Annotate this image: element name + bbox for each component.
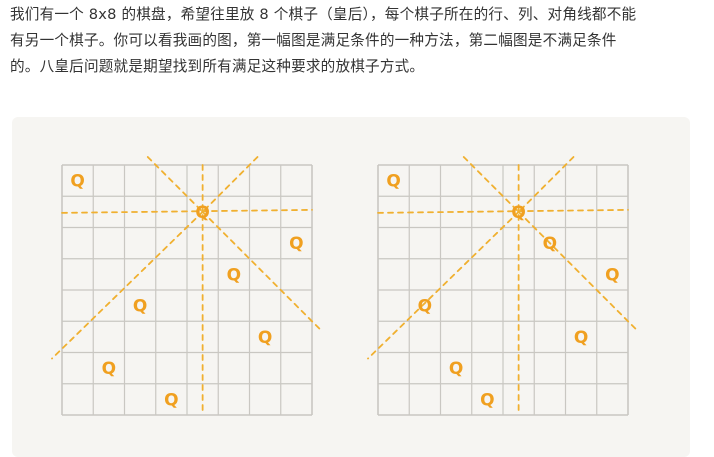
diagonal-attack-line [517, 156, 575, 213]
diagonal-attack-line [201, 156, 259, 213]
article-paragraph: 我们有一个 8x8 的棋盘，希望往里放 8 个棋子（皇后），每个棋子所在的行、列… [10, 2, 704, 80]
queen-piece: Q [164, 390, 178, 410]
diagonal-attack-line [146, 156, 204, 213]
queen-piece: Q [102, 359, 116, 379]
diagonal-attack-line [462, 156, 520, 213]
queen-piece: Q [227, 265, 241, 285]
queen-piece: Q [605, 265, 619, 285]
queen-piece: Q [574, 328, 588, 348]
diagonal-attack-line [201, 210, 321, 331]
queen-piece: Q [418, 297, 432, 317]
row-attack-line [377, 208, 629, 214]
diagonal-attack-line [517, 210, 637, 331]
queen-piece: Q [386, 172, 400, 192]
queen-piece: Q [70, 172, 84, 192]
diagonal-attack-line [367, 210, 520, 360]
article-line: 的。八皇后问题就是期望找到所有满足这种要求的放棋子方式。 [10, 58, 425, 75]
article-line: 我们有一个 8x8 的棋盘，希望往里放 8 个棋子（皇后），每个棋子所在的行、列… [10, 6, 637, 23]
queen-piece: Q [289, 234, 303, 254]
diagonal-attack-line [51, 210, 204, 360]
row-attack-line [61, 208, 313, 214]
article-line: 有另一个棋子。你可以看我画的图，第一幅图是满足条件的一种方法，第二幅图是不满足条… [10, 32, 617, 49]
queen-piece: Q [133, 297, 147, 317]
queen-piece: Q [480, 390, 494, 410]
queen-piece: Q [449, 359, 463, 379]
queen-piece: Q [195, 203, 209, 223]
queen-piece: Q [258, 328, 272, 348]
queen-piece: Q [511, 203, 525, 223]
queen-piece: Q [543, 234, 557, 254]
